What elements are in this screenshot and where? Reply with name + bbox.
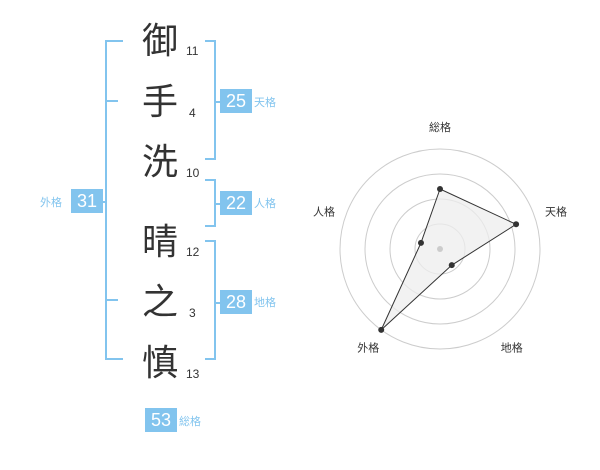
radar-grid-ring-4	[339, 148, 541, 350]
stroke-count-2: 4	[189, 106, 196, 120]
name-char-1: 御	[141, 21, 178, 62]
chikaku-label: 地格	[254, 296, 276, 309]
jinkaku-value: 22	[220, 191, 252, 215]
radar-point-4	[378, 326, 385, 333]
radar-axis-label-2: 天格	[545, 204, 567, 218]
gaikaku-bracket	[105, 40, 123, 360]
radar-axis-label-5: 人格	[313, 204, 335, 218]
gaikaku-value: 31	[71, 189, 103, 213]
tenkaku-tick	[214, 101, 221, 103]
jinkaku-tick	[214, 203, 221, 205]
radar-point-3	[448, 262, 455, 269]
name-char-3: 洗	[141, 142, 178, 183]
radar-center-dot	[437, 246, 443, 252]
radar-point-5	[417, 239, 424, 246]
name-char-4: 晴	[141, 222, 178, 263]
tenkaku-value: 25	[220, 89, 252, 113]
soukaku-label: 総格	[179, 415, 201, 428]
stroke-count-6: 13	[186, 367, 200, 381]
gaikaku-tick	[100, 201, 107, 203]
jinkaku-label: 人格	[254, 197, 276, 210]
gaikaku-mid-tick-1	[105, 100, 118, 102]
radar-axis-label-1: 総格	[429, 120, 451, 134]
stroke-count-3: 10	[186, 166, 200, 180]
tenkaku-bracket	[205, 40, 216, 160]
name-char-5: 之	[141, 282, 178, 323]
stroke-count-5: 3	[189, 306, 196, 320]
name-char-6: 慎	[141, 343, 178, 384]
stroke-count-4: 12	[186, 245, 200, 259]
chikaku-value: 28	[220, 290, 252, 314]
tenkaku-label: 天格	[254, 96, 276, 109]
stroke-count-1: 11	[186, 44, 199, 58]
name-char-2: 手	[141, 82, 178, 123]
radar-point-1	[437, 186, 443, 192]
gaikaku-mid-tick-2	[105, 299, 118, 301]
radar-point-2	[513, 221, 520, 228]
radar-grid-ring-3	[364, 173, 516, 325]
radar-axis-label-4: 外格	[357, 341, 379, 355]
chikaku-tick	[214, 302, 221, 304]
radar-axis-label-3: 地格	[501, 341, 523, 355]
radar-series-area	[380, 188, 518, 331]
gaikaku-label: 外格	[40, 196, 62, 209]
soukaku-value: 53	[145, 408, 177, 432]
chikaku-bracket	[205, 240, 216, 360]
